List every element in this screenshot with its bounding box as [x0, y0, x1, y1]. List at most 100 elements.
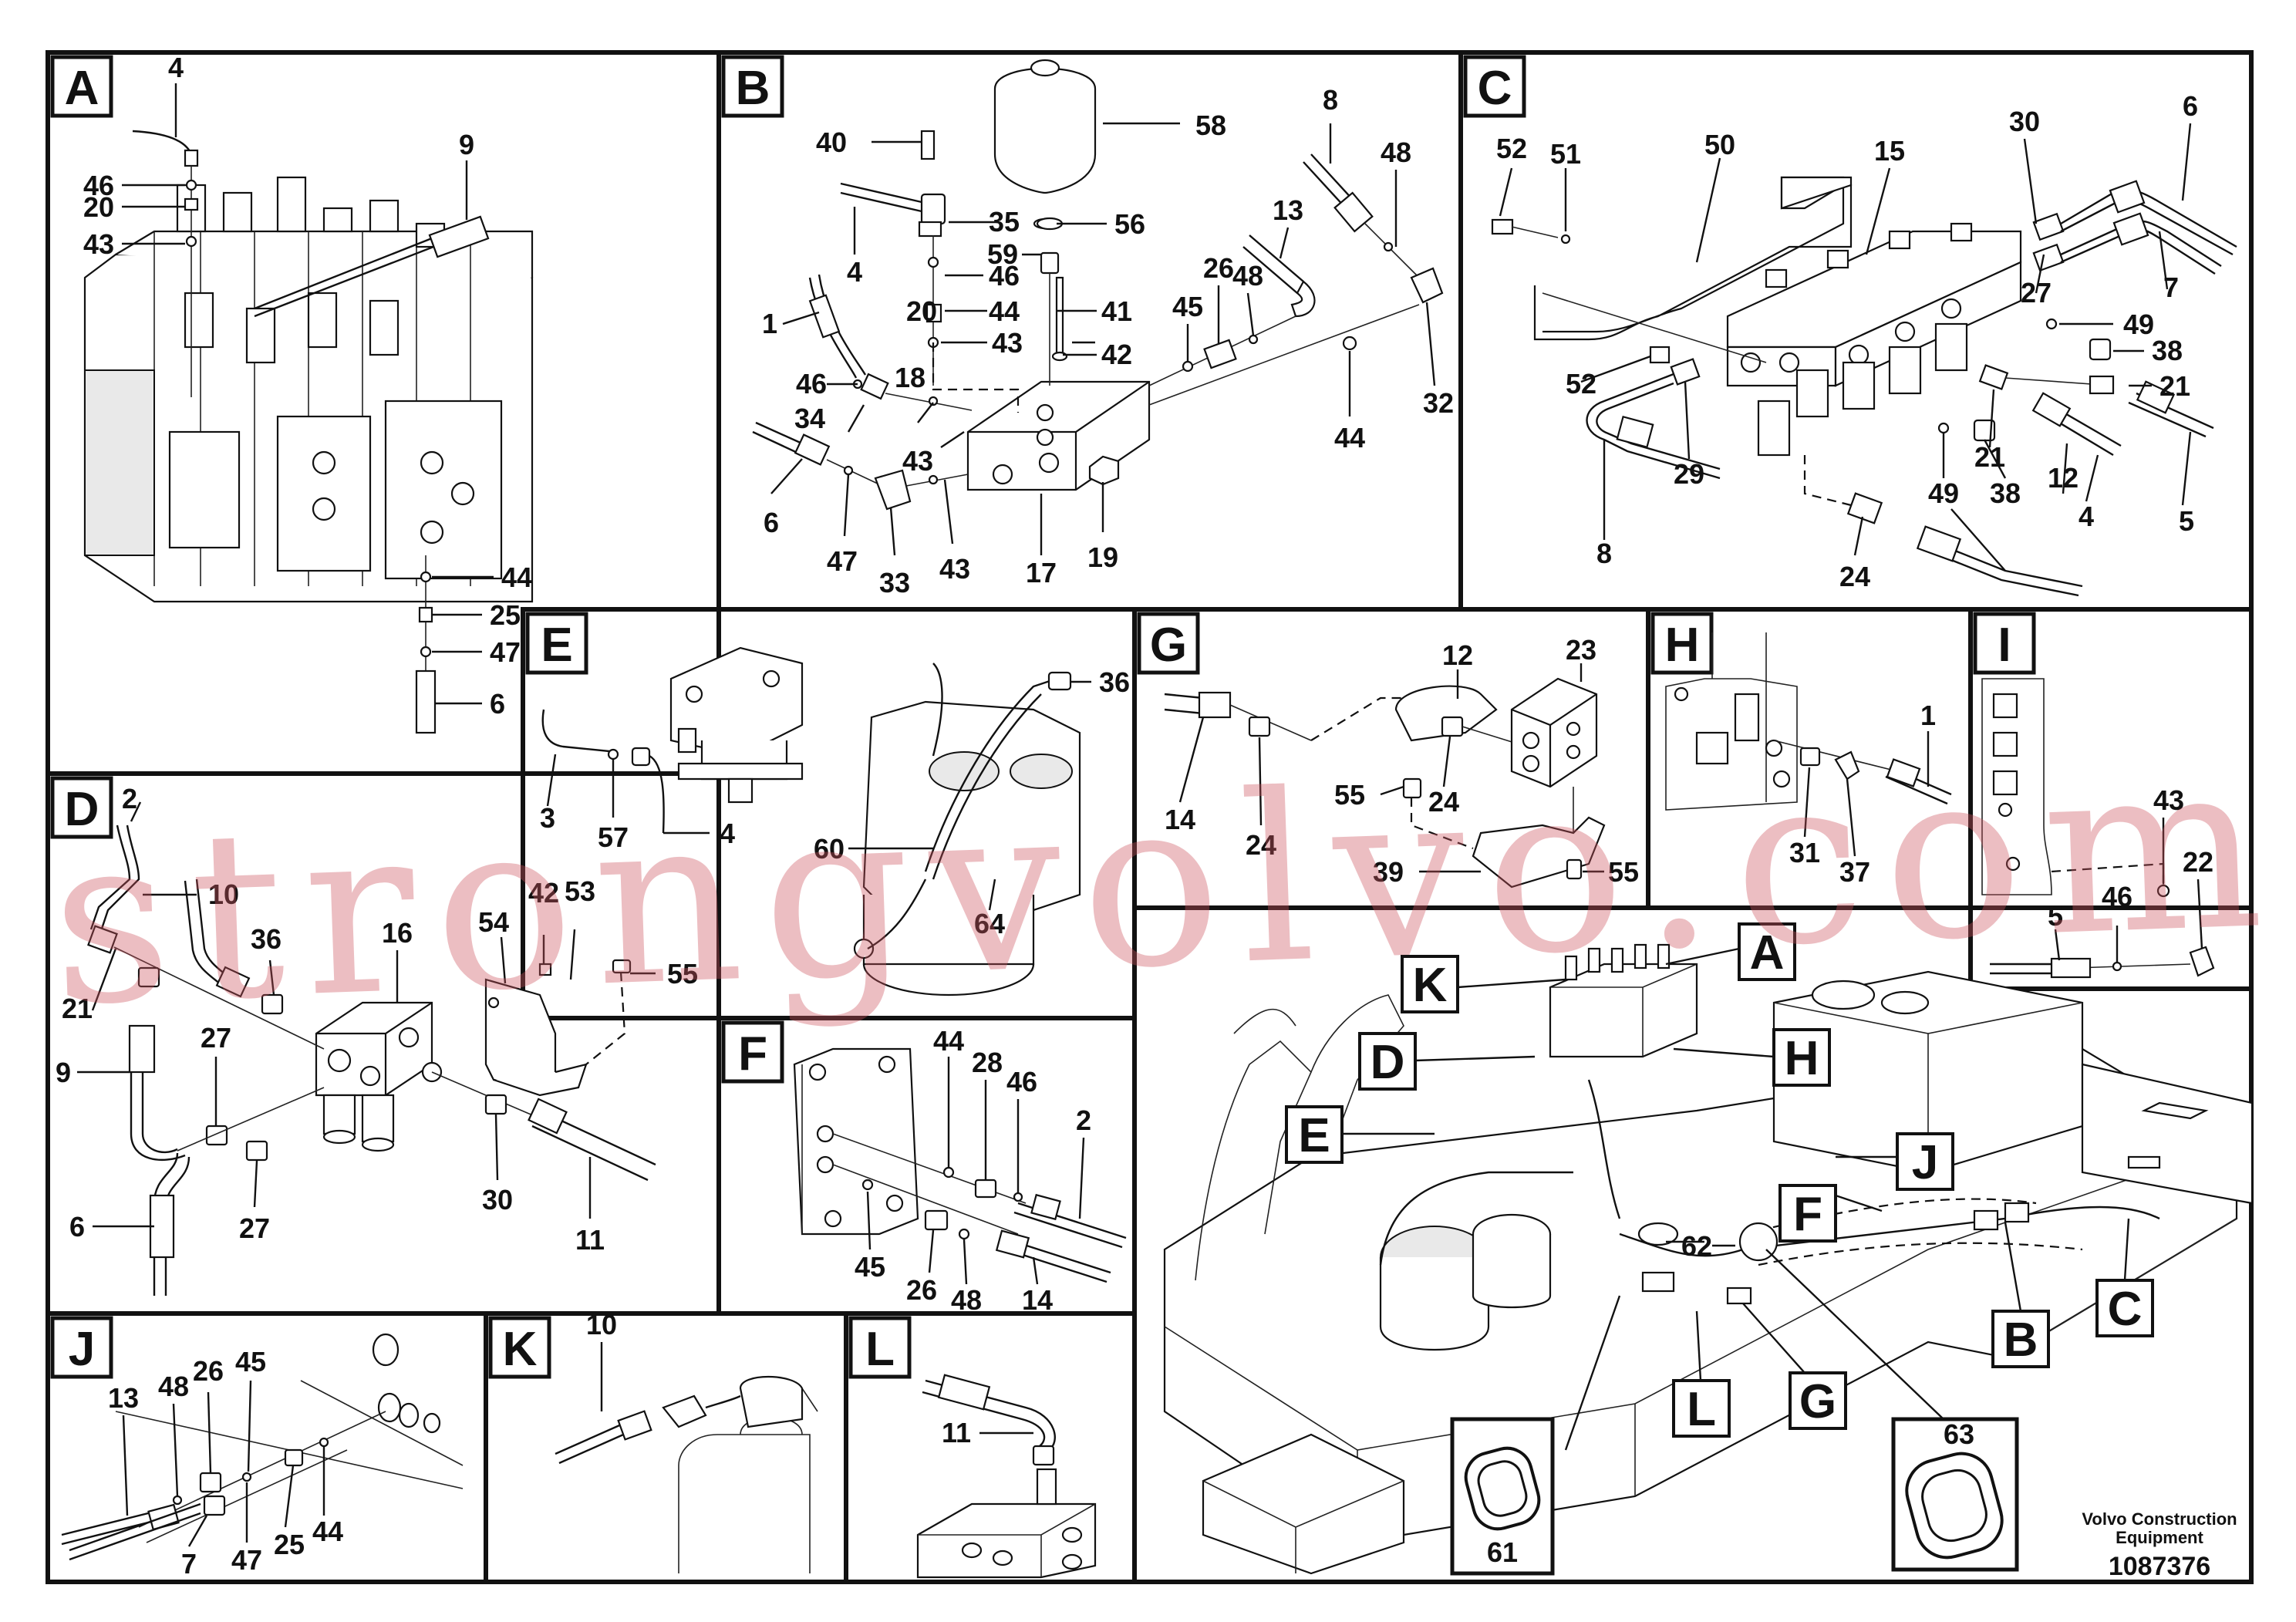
callout: 3: [540, 802, 555, 834]
callout: 55: [1334, 779, 1365, 811]
callout: 44: [933, 1025, 964, 1057]
callout: 4: [168, 52, 184, 83]
callout: 21: [62, 993, 93, 1024]
callout: 47: [827, 545, 858, 577]
callout: 19: [1087, 541, 1118, 573]
callout: 30: [482, 1184, 513, 1216]
callout: 5: [2048, 900, 2063, 932]
callout: 45: [1172, 291, 1203, 322]
callout: 14: [1165, 804, 1195, 835]
overview-tag: B: [2004, 1313, 2038, 1367]
callout: 39: [1373, 856, 1404, 888]
callout: 52: [1566, 368, 1596, 400]
panel-l-letter: L: [865, 1323, 895, 1376]
overview-tag: J: [1912, 1136, 1938, 1189]
panel-g-letter: G: [1150, 619, 1187, 672]
callout: 27: [2021, 277, 2052, 309]
callout: 58: [1195, 110, 1226, 141]
brand-line-2: Equipment: [2116, 1528, 2203, 1547]
panel-e: E 36 3 57: [525, 612, 1130, 996]
callout: 52: [1496, 133, 1527, 164]
panel-h-letter: H: [1665, 619, 1700, 672]
callout: 11: [942, 1417, 971, 1448]
callout: 57: [598, 821, 629, 853]
overview-tag: C: [2108, 1283, 2143, 1336]
callout: 50: [1704, 129, 1735, 160]
panel-a: A: [50, 52, 534, 734]
callout: 25: [490, 599, 521, 631]
panel-j: J 13 48 26 45 7 47: [50, 1316, 464, 1580]
callout: 4: [847, 256, 862, 288]
document-number: 1087376: [2109, 1552, 2210, 1581]
callout: 12: [2048, 462, 2079, 494]
callout: 55: [1608, 856, 1639, 888]
callout: 16: [382, 917, 413, 949]
callout: 51: [1550, 138, 1581, 170]
callout: 7: [2163, 271, 2179, 303]
panel-i: I 43 22 5 46: [1973, 612, 2215, 979]
panel-d-letter: D: [65, 783, 99, 836]
callout: 46: [989, 260, 1020, 292]
callout: 44: [989, 295, 1020, 327]
callout: 20: [83, 191, 114, 223]
callout: 4: [720, 818, 735, 849]
callout: 29: [1674, 458, 1704, 490]
callout: 46: [2102, 881, 2132, 912]
overview-machine: A K D H E J F B C G L 62 63: [1163, 922, 2254, 1581]
panel-l: L 11: [848, 1316, 1097, 1579]
callout: 6: [764, 507, 779, 538]
overview-tag: L: [1687, 1383, 1716, 1436]
callout: 59: [987, 238, 1018, 270]
callout: 43: [902, 445, 933, 477]
overview-tag: E: [1298, 1109, 1330, 1162]
callout: 36: [1099, 666, 1130, 698]
callout: 6: [69, 1211, 85, 1243]
callout: 43: [83, 228, 114, 260]
callout: 44: [501, 561, 532, 593]
callout: 31: [1789, 837, 1820, 868]
callout: 9: [56, 1057, 71, 1088]
callout: 38: [2152, 335, 2183, 366]
panel-f: F 44 28 46 2 4: [721, 1020, 1127, 1316]
control-valve-drawing: [83, 176, 534, 603]
callout: 40: [816, 126, 847, 158]
callout: 46: [1006, 1066, 1037, 1098]
panel-k: K 10: [488, 1309, 818, 1573]
callout: 32: [1423, 387, 1454, 419]
callout: 44: [1334, 422, 1365, 454]
callout: 42: [528, 877, 559, 909]
overview-tag: D: [1371, 1036, 1405, 1089]
panel-d: D: [50, 776, 698, 1296]
callout: 8: [1323, 84, 1338, 116]
overview-tag: G: [1799, 1375, 1836, 1428]
callout: 41: [1101, 295, 1132, 327]
callout: 55: [667, 958, 698, 990]
callout: 5: [2179, 505, 2194, 537]
callout: 37: [1839, 856, 1870, 888]
callout: 64: [974, 908, 1005, 939]
callout: 45: [855, 1251, 885, 1283]
callout: 35: [989, 206, 1020, 238]
callout: 60: [814, 833, 845, 865]
callout: 27: [239, 1212, 270, 1244]
callout: 34: [794, 403, 825, 434]
callout: 53: [565, 875, 595, 907]
panel-frames: [46, 50, 2254, 1584]
callout: 24: [1839, 561, 1870, 592]
callout: 7: [181, 1548, 197, 1580]
callout: 62: [1681, 1230, 1712, 1262]
panel-b-letter: B: [736, 62, 770, 115]
callout: 46: [796, 368, 827, 400]
callout: 22: [2183, 846, 2213, 878]
panel-c: C: [1463, 55, 2237, 597]
callout: 61: [1487, 1536, 1518, 1568]
callout: 2: [1076, 1104, 1091, 1136]
callout: 4: [2079, 501, 2094, 532]
callout: 13: [108, 1382, 139, 1414]
callout: 38: [1990, 477, 2021, 509]
callout: 46: [83, 170, 114, 201]
overview-tag: A: [1750, 926, 1785, 980]
callout: 47: [231, 1544, 262, 1576]
callout: 63: [1944, 1418, 1974, 1450]
